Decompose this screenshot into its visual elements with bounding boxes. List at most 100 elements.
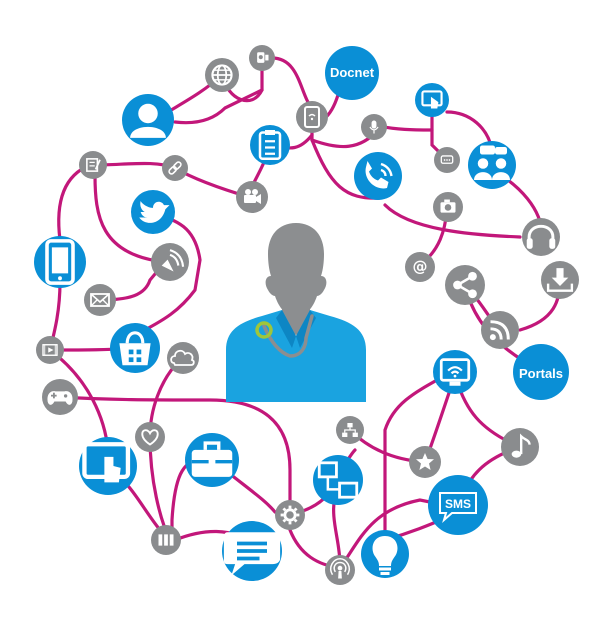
stethoscope-tube xyxy=(262,314,314,358)
headphones-icon xyxy=(522,218,560,256)
video-camera-icon-glyph xyxy=(244,189,261,204)
cloud-icon-glyph xyxy=(170,349,195,366)
shopping-bag-icon-glyph xyxy=(119,331,151,366)
wifi-screen-icon-glyph xyxy=(439,358,471,386)
nodes: @ xyxy=(34,45,579,585)
touch-screen-icon xyxy=(415,83,449,117)
tablet-wifi-icon-circle xyxy=(296,101,328,133)
speech-bubble-icon xyxy=(222,521,282,581)
music-note-icon xyxy=(501,428,539,466)
music-note-icon-glyph xyxy=(511,433,531,458)
star-icon xyxy=(409,446,441,478)
clipboard-icon xyxy=(250,125,290,165)
mail-icon-glyph xyxy=(90,293,110,307)
speech-bubble-icon-glyph xyxy=(223,532,281,576)
smartphone-icon xyxy=(34,236,86,288)
sms-node xyxy=(428,475,488,535)
sitemap-icon xyxy=(336,416,364,444)
microphone-icon xyxy=(361,114,387,140)
camera-icon-glyph xyxy=(440,199,456,213)
camera-icon xyxy=(433,192,463,222)
phone-call-icon xyxy=(354,152,402,200)
rss-icon-circle xyxy=(481,311,519,349)
share-icon-circle xyxy=(445,265,485,305)
network-screens-icon xyxy=(313,455,363,505)
notes-icon xyxy=(79,151,107,179)
link xyxy=(93,173,167,264)
headphones-icon-glyph xyxy=(526,224,556,249)
doctor-figure xyxy=(226,223,366,402)
touch-tablet-icon-glyph xyxy=(82,442,131,483)
microphone-icon-glyph xyxy=(369,120,379,134)
link xyxy=(270,56,314,110)
star-icon-glyph xyxy=(416,453,434,470)
video-player-icon-glyph xyxy=(42,344,58,356)
shopping-bag-icon xyxy=(110,323,160,373)
link-icon-glyph xyxy=(168,161,182,175)
video-phone-icon xyxy=(249,45,275,71)
sitemap-icon-glyph xyxy=(342,423,358,437)
phone-call-icon-glyph xyxy=(365,161,393,189)
chat-bubble-icon-glyph xyxy=(440,155,454,164)
group-chat-icon xyxy=(468,141,516,189)
video-player-icon xyxy=(36,336,64,364)
globe-icon-glyph xyxy=(211,64,233,86)
rss-icon-glyph xyxy=(489,320,510,341)
link xyxy=(58,395,292,517)
settings-gear-icon-glyph xyxy=(280,505,300,525)
docnet-node-circle xyxy=(325,46,379,100)
touch-screen-icon-glyph xyxy=(421,90,443,109)
docnet-label: Docnet xyxy=(330,65,375,80)
touch-tablet-icon xyxy=(79,437,137,495)
settings-gear-icon xyxy=(275,500,305,530)
broadcast-icon-circle xyxy=(151,243,189,281)
podcast-icon-glyph xyxy=(330,557,350,579)
twitter-bird-icon xyxy=(131,190,175,234)
stethoscope-ring xyxy=(255,321,273,339)
download-icon xyxy=(541,261,579,299)
notes-icon-glyph xyxy=(86,158,101,172)
heart-icon xyxy=(135,422,165,452)
at-sign-icon-glyph: @ xyxy=(413,258,428,276)
rss-icon xyxy=(481,311,519,349)
gamepad-icon xyxy=(42,379,78,415)
docnet-node xyxy=(325,46,379,100)
phone-call-icon-circle xyxy=(354,152,402,200)
video-phone-icon-glyph xyxy=(257,52,269,63)
settings-gear-icon-circle xyxy=(275,500,305,530)
chat-bubble-icon xyxy=(434,147,460,173)
sms-bubble-outline xyxy=(439,492,477,523)
mail-icon-circle xyxy=(84,284,116,316)
link xyxy=(148,435,172,542)
briefcase-icon xyxy=(185,433,239,487)
broadcast-icon-glyph xyxy=(161,249,185,272)
download-icon-glyph xyxy=(546,268,574,292)
share-icon-glyph xyxy=(453,271,477,299)
link xyxy=(173,88,264,125)
user-profile-icon xyxy=(122,94,174,146)
group-chat-icon-glyph xyxy=(474,145,510,180)
briefcase-icon-glyph xyxy=(191,441,233,477)
tablet-wifi-icon-glyph xyxy=(304,106,320,128)
portals-node xyxy=(513,344,569,400)
network-screens-icon-glyph xyxy=(317,461,359,499)
notes-icon-circle xyxy=(79,151,107,179)
server-icon-glyph xyxy=(158,534,174,546)
svg-text:@: @ xyxy=(413,258,428,276)
lightbulb-icon xyxy=(361,530,409,578)
globe-icon xyxy=(205,58,239,92)
smartphone-icon-glyph xyxy=(45,239,75,285)
heart-icon-glyph xyxy=(141,429,159,446)
cloud-icon-circle xyxy=(167,342,199,374)
at-sign-icon-circle xyxy=(405,252,435,282)
tablet-wifi-icon xyxy=(296,101,328,133)
doctor-head xyxy=(265,223,327,318)
node-labels: Docnet Portals SMS xyxy=(330,65,563,511)
lightbulb-icon-glyph xyxy=(372,536,398,575)
portals-node-circle xyxy=(513,344,569,400)
heart-icon-circle xyxy=(135,422,165,452)
doctor-collar-left xyxy=(276,310,296,348)
portals-label: Portals xyxy=(519,366,563,381)
